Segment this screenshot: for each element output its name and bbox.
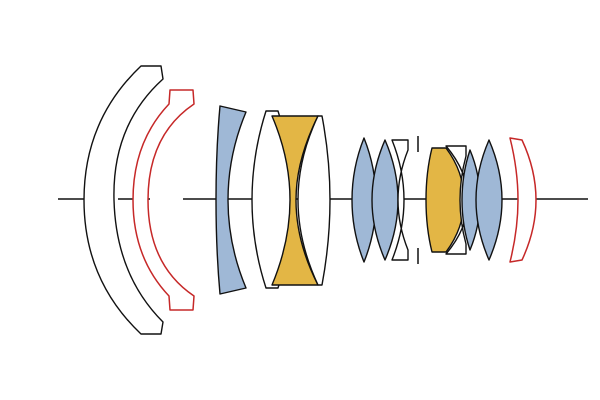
group-4-blue-element-2 [371,139,399,261]
rear-aspherical-element [509,137,537,263]
group-3-rear-clear-element [297,115,331,286]
front-meniscus-element [83,65,164,335]
group-4-clear-meniscus [391,139,409,261]
front-aspherical-element [132,89,195,311]
group-2-blue-element [215,105,247,295]
rear-blue-element-2 [475,139,503,261]
